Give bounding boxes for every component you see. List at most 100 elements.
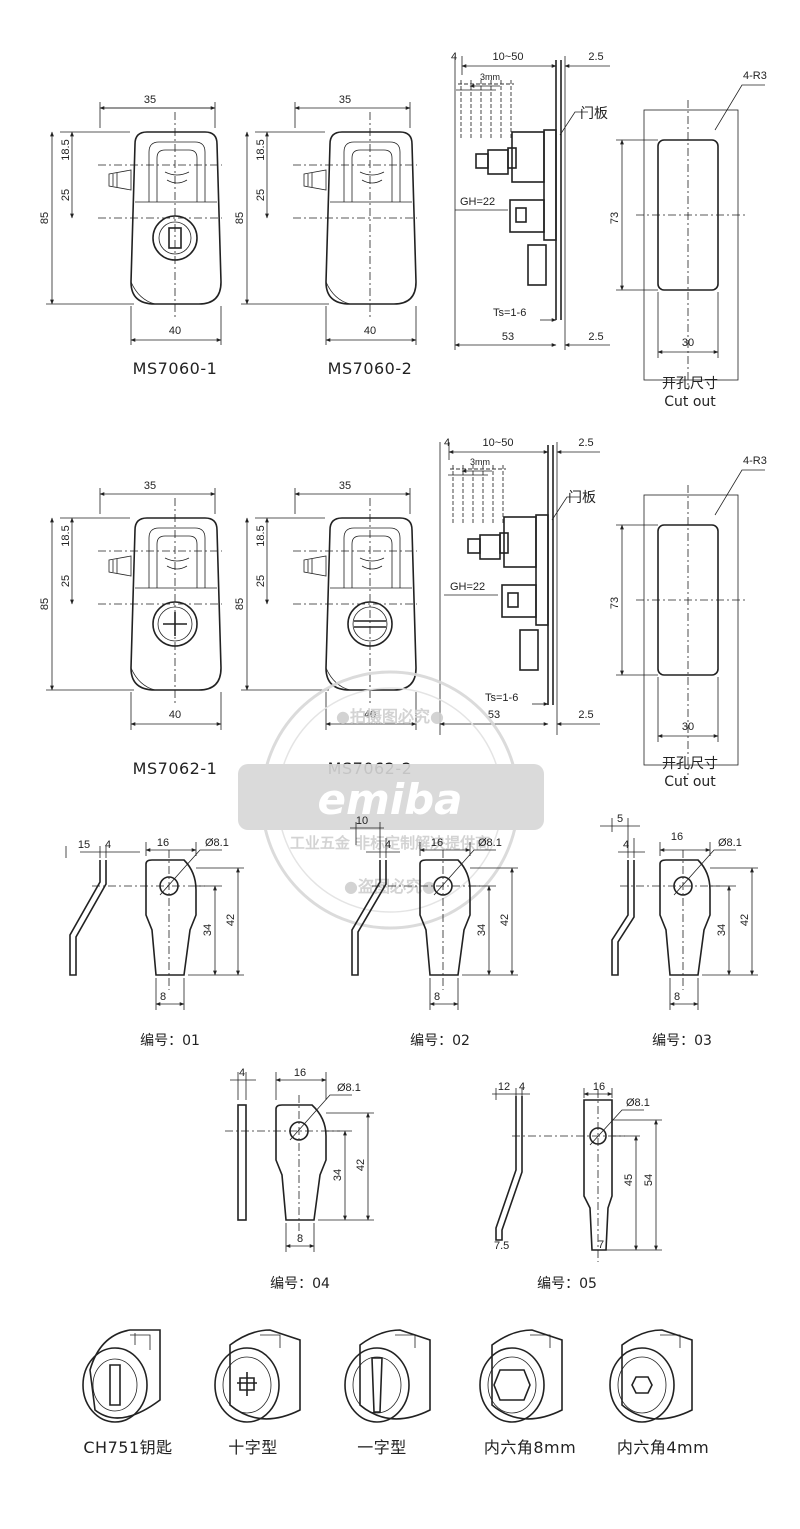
svg-text:5: 5 bbox=[617, 813, 623, 825]
svg-text:开孔尺寸: 开孔尺寸 bbox=[662, 756, 718, 772]
svg-text:4-R3: 4-R3 bbox=[743, 70, 767, 82]
svg-text:10: 10 bbox=[356, 815, 368, 827]
insert-caption-slot: 一字型 bbox=[357, 1438, 407, 1457]
svg-text:85: 85 bbox=[234, 598, 246, 610]
dim-width-top: 35 bbox=[144, 94, 156, 106]
insert-caption-hex8: 内六角8mm bbox=[484, 1438, 576, 1457]
svg-text:35: 35 bbox=[339, 480, 351, 492]
svg-text:Ø8.1: Ø8.1 bbox=[626, 1097, 650, 1109]
svg-text:4: 4 bbox=[444, 437, 450, 449]
svg-text:8: 8 bbox=[674, 991, 680, 1003]
svg-text:3mm: 3mm bbox=[480, 72, 500, 82]
svg-text:85: 85 bbox=[234, 212, 246, 224]
svg-text:25: 25 bbox=[255, 189, 267, 201]
svg-text:34: 34 bbox=[476, 924, 488, 936]
cam-04: 4 16 Ø8.1 34 42 8 编号：04 bbox=[225, 1067, 374, 1292]
svg-text:40: 40 bbox=[364, 709, 376, 721]
svg-text:85: 85 bbox=[39, 598, 51, 610]
svg-text:16: 16 bbox=[671, 831, 683, 843]
cam-05: 12 4 7.5 16 Ø8.1 45 54 7 编号：05 bbox=[492, 1081, 662, 1292]
svg-text:Ø8.1: Ø8.1 bbox=[205, 837, 229, 849]
svg-text:4: 4 bbox=[239, 1067, 245, 1079]
svg-text:35: 35 bbox=[339, 94, 351, 106]
svg-text:73: 73 bbox=[609, 212, 621, 224]
svg-text:10~50: 10~50 bbox=[493, 51, 524, 63]
insert-caption-hex4: 内六角4mm bbox=[617, 1438, 709, 1457]
caption-ms7062-1: MS7062-1 bbox=[133, 759, 218, 778]
svg-text:4: 4 bbox=[519, 1081, 525, 1093]
svg-text:4: 4 bbox=[105, 839, 111, 851]
svg-text:●拍摄图必究●: ●拍摄图必究● bbox=[336, 707, 444, 726]
slot-insert-icon: 一字型 bbox=[344, 1329, 431, 1457]
cam-01: 15 4 16 Ø8.1 34 42 8 编号：01 bbox=[65, 837, 244, 1049]
svg-text:16: 16 bbox=[593, 1081, 605, 1093]
svg-text:15: 15 bbox=[78, 839, 90, 851]
svg-text:Cut out: Cut out bbox=[664, 394, 716, 410]
svg-text:12: 12 bbox=[498, 1081, 510, 1093]
cutout-mid: 4-R3 73 30 开孔尺寸 Cut out bbox=[609, 455, 767, 790]
svg-text:85: 85 bbox=[39, 212, 51, 224]
svg-text:2.5: 2.5 bbox=[588, 331, 603, 343]
drawing-ms7060-1: 35 18.5 25 85 40 MS7060-1 bbox=[39, 94, 222, 378]
svg-text:53: 53 bbox=[488, 709, 500, 721]
svg-text:Ø8.1: Ø8.1 bbox=[718, 837, 742, 849]
svg-text:40: 40 bbox=[169, 325, 181, 337]
svg-text:●盗图必究●: ●盗图必究● bbox=[344, 877, 436, 896]
svg-text:42: 42 bbox=[499, 914, 511, 926]
svg-text:2.5: 2.5 bbox=[588, 51, 603, 63]
caption-ms7060-2: MS7060-2 bbox=[328, 359, 413, 378]
svg-text:18.5: 18.5 bbox=[60, 139, 72, 160]
drawing-ms7062-2: 35 18.5 25 85 40 MS7062-2 bbox=[234, 480, 417, 778]
cam-03: 5 4 16 Ø8.1 34 42 8 编号：03 bbox=[600, 813, 758, 1049]
svg-text:16: 16 bbox=[294, 1067, 306, 1079]
svg-text:25: 25 bbox=[255, 575, 267, 587]
svg-text:73: 73 bbox=[609, 597, 621, 609]
svg-text:30: 30 bbox=[682, 337, 694, 349]
drawing-ms7060-2: 35 18.5 25 85 40 MS7060-2 bbox=[234, 94, 417, 378]
svg-text:34: 34 bbox=[332, 1169, 344, 1181]
svg-text:Ø8.1: Ø8.1 bbox=[337, 1082, 361, 1094]
svg-text:18.5: 18.5 bbox=[255, 525, 267, 546]
svg-text:18.5: 18.5 bbox=[60, 525, 72, 546]
svg-text:42: 42 bbox=[739, 914, 751, 926]
svg-text:34: 34 bbox=[716, 924, 728, 936]
svg-text:4: 4 bbox=[385, 839, 391, 851]
svg-text:Ts=1-6: Ts=1-6 bbox=[493, 307, 526, 319]
svg-text:53: 53 bbox=[502, 331, 514, 343]
svg-text:7.5: 7.5 bbox=[494, 1240, 509, 1252]
svg-text:40: 40 bbox=[364, 325, 376, 337]
svg-text:4-R3: 4-R3 bbox=[743, 455, 767, 467]
svg-text:2.5: 2.5 bbox=[578, 437, 593, 449]
svg-text:8: 8 bbox=[160, 991, 166, 1003]
side-section-top: 10~50 4 2.5 3mm 门板 GH=22 Ts=1-6 53 2.5 bbox=[451, 51, 610, 350]
slot-insert-graphic bbox=[347, 601, 393, 647]
watermark-brand: emiba bbox=[317, 775, 462, 824]
svg-text:54: 54 bbox=[643, 1174, 655, 1186]
svg-text:编号：03: 编号：03 bbox=[652, 1033, 712, 1049]
svg-text:34: 34 bbox=[202, 924, 214, 936]
svg-text:编号：02: 编号：02 bbox=[410, 1033, 470, 1049]
svg-text:16: 16 bbox=[157, 837, 169, 849]
insert-caption-key: CH751钥匙 bbox=[83, 1438, 172, 1457]
key-insert-icon: CH751钥匙 bbox=[82, 1329, 172, 1457]
hex4-insert-icon: 内六角4mm bbox=[609, 1329, 709, 1457]
svg-text:40: 40 bbox=[169, 709, 181, 721]
cross-insert-icon: 十字型 bbox=[214, 1329, 301, 1457]
svg-text:GH=22: GH=22 bbox=[460, 196, 495, 208]
svg-text:42: 42 bbox=[355, 1159, 367, 1171]
svg-text:30: 30 bbox=[682, 721, 694, 733]
caption-ms7060-1: MS7060-1 bbox=[133, 359, 218, 378]
svg-text:3mm: 3mm bbox=[470, 457, 490, 467]
svg-text:门板: 门板 bbox=[568, 490, 596, 506]
svg-text:16: 16 bbox=[431, 837, 443, 849]
svg-text:编号：01: 编号：01 bbox=[140, 1033, 200, 1049]
svg-text:8: 8 bbox=[434, 991, 440, 1003]
svg-text:编号：05: 编号：05 bbox=[537, 1276, 597, 1292]
svg-text:工业五金 非标定制解决提供商: 工业五金 非标定制解决提供商 bbox=[290, 834, 490, 852]
svg-text:2.5: 2.5 bbox=[578, 709, 593, 721]
svg-text:4: 4 bbox=[451, 51, 457, 63]
svg-text:7: 7 bbox=[598, 1239, 604, 1251]
cutout-top: 4-R3 73 30 开孔尺寸 Cut out bbox=[609, 70, 767, 410]
insert-caption-cross: 十字型 bbox=[228, 1438, 278, 1457]
